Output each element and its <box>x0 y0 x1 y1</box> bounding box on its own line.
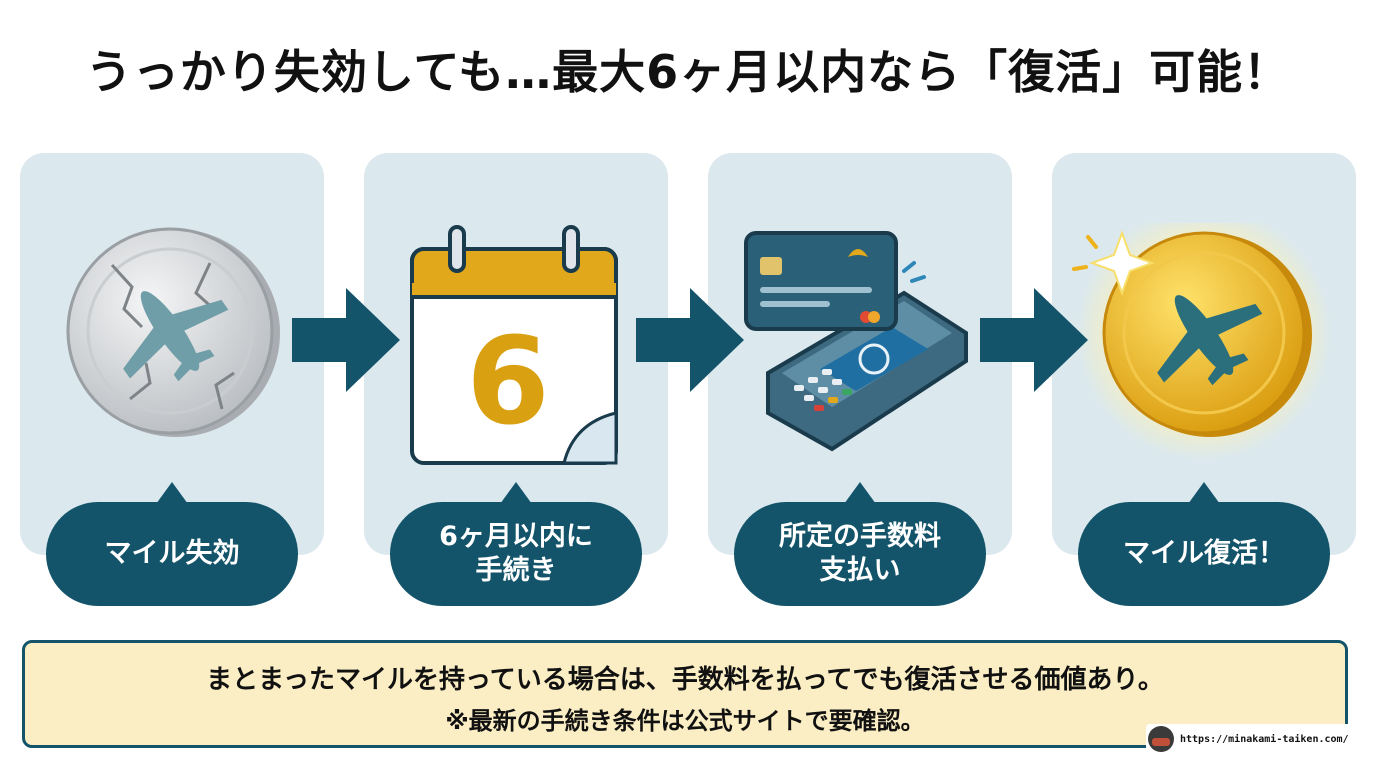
step-label-text: マイル失効 <box>104 538 240 569</box>
source-url: https://minakami-taiken.com/ <box>1180 733 1349 745</box>
source-badge: https://minakami-taiken.com/ <box>1146 724 1360 754</box>
calendar-number: 6 <box>466 313 550 452</box>
step-label-restored: マイル復活！ <box>1078 482 1330 606</box>
step-label-text: 6ヶ月以内に 手続き <box>439 521 593 586</box>
sparkle-icon <box>1089 230 1155 296</box>
cracked-coin-plane-icon <box>66 227 280 437</box>
page-title: うっかり失効しても…最大6ヶ月以内なら「復活」可能！ <box>85 45 1291 99</box>
note-main-text: まとまったマイルを持っている場合は、手数料を払ってでも復活させる価値あり。 <box>206 665 1164 695</box>
step-label-procedure: 6ヶ月以内に 手続き <box>390 482 642 606</box>
step-label-expired: マイル失効 <box>46 482 298 606</box>
card-payment-terminal-icon <box>744 231 968 452</box>
arrow-right-icon <box>636 288 744 392</box>
note-box: まとまったマイルを持っている場合は、手数料を払ってでも復活させる価値あり。 ※最… <box>22 640 1348 748</box>
arrow-right-icon <box>980 288 1088 392</box>
step-label-text: 所定の手数料 支払い <box>779 521 941 586</box>
arrow-right-icon <box>292 288 400 392</box>
calendar-icon: 6 <box>410 225 618 465</box>
step-label-fee: 所定の手数料 支払い <box>734 482 986 606</box>
golden-coin-plane-icon <box>1072 223 1332 461</box>
step-panel-expired <box>20 153 324 555</box>
step-label-text: マイル復活！ <box>1123 538 1285 569</box>
note-sub-text: ※最新の手続き条件は公式サイトで要確認。 <box>445 707 925 735</box>
avatar <box>1148 726 1174 752</box>
